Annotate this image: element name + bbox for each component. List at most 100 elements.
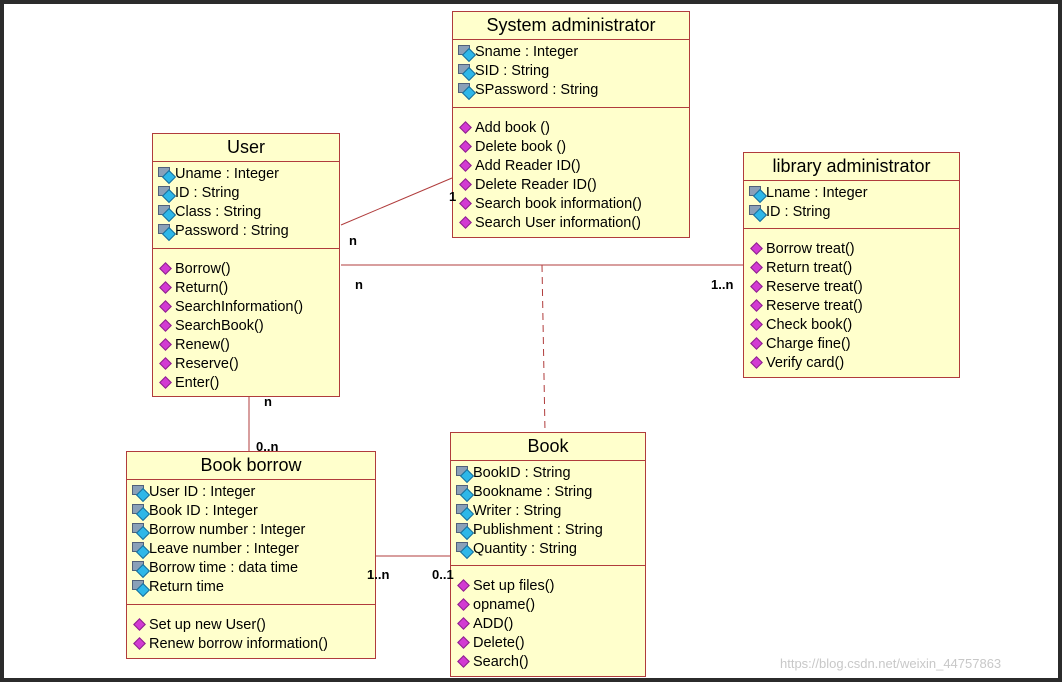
operation-row: Delete book () <box>453 137 689 156</box>
class-book[interactable]: Book BookID : String Bookname : String W… <box>450 432 646 677</box>
operations-section: Add book () Delete book () Add Reader ID… <box>453 108 689 238</box>
operation-row: SearchInformation() <box>153 297 339 316</box>
operation-icon <box>157 280 175 296</box>
attributes-section: Uname : Integer ID : String Class : Stri… <box>153 162 339 249</box>
operations-section: Set up files() opname() ADD() Delete() S… <box>451 566 645 677</box>
class-title: System administrator <box>453 12 689 40</box>
operation-icon <box>457 139 475 155</box>
operation-row: Set up new User() <box>127 615 375 634</box>
class-title: Book borrow <box>127 452 375 480</box>
attribute-icon <box>457 63 477 81</box>
operation-icon <box>157 356 175 372</box>
attributes-section: Lname : Integer ID : String <box>744 181 959 229</box>
operation-row: Search() <box>451 652 645 671</box>
operation-row: Search book information() <box>453 194 689 213</box>
class-user[interactable]: User Uname : Integer ID : String Class :… <box>152 133 340 397</box>
attribute-row: Sname : Integer <box>453 42 689 62</box>
attribute-icon <box>157 185 177 203</box>
operation-icon <box>131 636 149 652</box>
attribute-row: ID : String <box>153 183 339 203</box>
multiplicity-user-bookborrow: n <box>264 394 272 409</box>
attribute-row: BookID : String <box>451 463 645 483</box>
operation-row: Reserve treat() <box>744 277 959 296</box>
class-title: library administrator <box>744 153 959 181</box>
operation-icon <box>457 120 475 136</box>
attribute-row: Bookname : String <box>451 482 645 502</box>
operation-icon <box>748 279 766 295</box>
operation-icon <box>455 616 473 632</box>
operation-icon <box>455 635 473 651</box>
operation-icon <box>455 597 473 613</box>
operation-icon <box>457 196 475 212</box>
class-system-administrator[interactable]: System administrator Sname : Integer SID… <box>452 11 690 238</box>
operation-row: Reserve() <box>153 354 339 373</box>
operation-row: Charge fine() <box>744 334 959 353</box>
attribute-icon <box>131 541 151 559</box>
attribute-row: Uname : Integer <box>153 164 339 184</box>
class-title: Book <box>451 433 645 461</box>
attributes-section: User ID : Integer Book ID : Integer Borr… <box>127 480 375 605</box>
attribute-icon <box>455 522 475 540</box>
multiplicity-bookborrow-book: 1..n <box>367 567 390 582</box>
attribute-icon <box>157 223 177 241</box>
operation-icon <box>748 241 766 257</box>
operations-section: Set up new User() Renew borrow informati… <box>127 605 375 659</box>
operation-icon <box>457 215 475 231</box>
attribute-icon <box>455 541 475 559</box>
operation-icon <box>455 578 473 594</box>
operation-row: Delete Reader ID() <box>453 175 689 194</box>
operation-icon <box>457 177 475 193</box>
attribute-row: Return time <box>127 577 375 597</box>
class-title: User <box>153 134 339 162</box>
operation-icon <box>157 261 175 277</box>
operation-row: ADD() <box>451 614 645 633</box>
attribute-icon <box>131 522 151 540</box>
attribute-icon <box>157 166 177 184</box>
attribute-icon <box>457 82 477 100</box>
multiplicity-bookborrow-user: 0..n <box>256 439 279 454</box>
attribute-icon <box>455 484 475 502</box>
operation-icon <box>748 336 766 352</box>
operation-row: Return treat() <box>744 258 959 277</box>
attribute-icon <box>748 204 768 222</box>
attribute-row: Class : String <box>153 202 339 222</box>
operation-row: Set up files() <box>451 576 645 595</box>
attribute-row: Book ID : Integer <box>127 501 375 521</box>
operation-row: Return() <box>153 278 339 297</box>
operation-row: Enter() <box>153 373 339 392</box>
attributes-section: BookID : String Bookname : String Writer… <box>451 461 645 566</box>
class-library-administrator[interactable]: library administrator Lname : Integer ID… <box>743 152 960 378</box>
operation-icon <box>748 317 766 333</box>
attribute-row: Writer : String <box>451 501 645 521</box>
operation-row: Add book () <box>453 118 689 137</box>
operation-row: opname() <box>451 595 645 614</box>
operation-row: Check book() <box>744 315 959 334</box>
multiplicity-book-bookborrow: 0..1 <box>432 567 454 582</box>
attribute-icon <box>457 44 477 62</box>
operation-row: Add Reader ID() <box>453 156 689 175</box>
attribute-row: SPassword : String <box>453 80 689 100</box>
operation-icon <box>457 158 475 174</box>
assoc-user-sysadmin <box>340 177 453 226</box>
operations-section: Borrow treat() Return treat() Reserve tr… <box>744 229 959 378</box>
attribute-row: SID : String <box>453 61 689 81</box>
attribute-icon <box>157 204 177 222</box>
operation-icon <box>748 355 766 371</box>
attribute-icon <box>455 503 475 521</box>
multiplicity-libadmin-user: 1..n <box>711 277 734 292</box>
multiplicity-sysadmin-user: 1 <box>449 189 457 204</box>
operation-row: SearchBook() <box>153 316 339 335</box>
attribute-icon <box>131 484 151 502</box>
operation-icon <box>157 337 175 353</box>
operations-section: Borrow() Return() SearchInformation() Se… <box>153 249 339 398</box>
operation-icon <box>748 298 766 314</box>
class-book-borrow[interactable]: Book borrow User ID : Integer Book ID : … <box>126 451 376 659</box>
watermark: https://blog.csdn.net/weixin_44757863 <box>780 656 1002 671</box>
attribute-icon <box>455 465 475 483</box>
operation-row: Verify card() <box>744 353 959 372</box>
operation-row: Borrow treat() <box>744 239 959 258</box>
attributes-section: Sname : Integer SID : String SPassword :… <box>453 40 689 108</box>
operation-icon <box>131 617 149 633</box>
